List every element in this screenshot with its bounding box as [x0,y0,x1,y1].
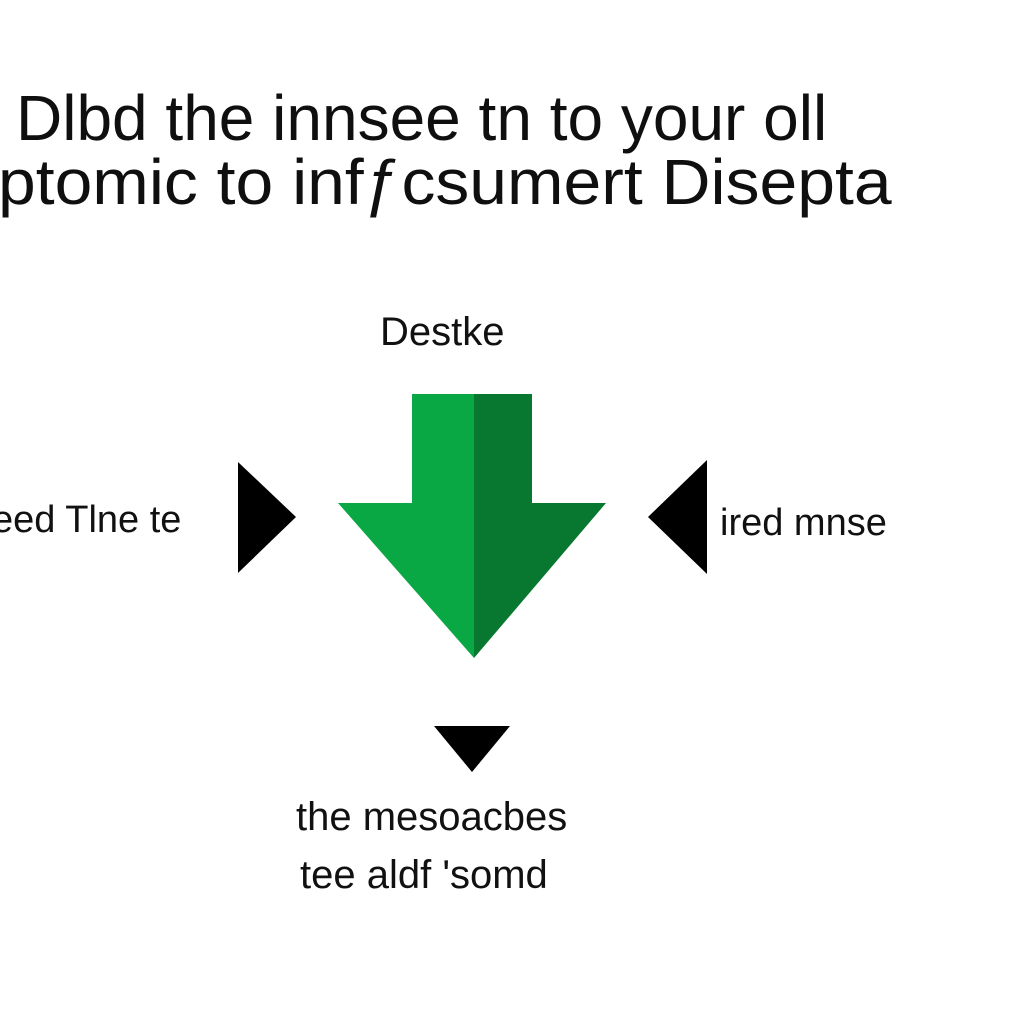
right-pointing-triangle-icon [238,462,296,573]
bottom-label-line-1: the mesoacbes [296,795,568,839]
left-pointing-triangle-icon [648,460,707,574]
left-label: eed Tlne te [0,499,182,541]
down-arrow-icon [338,394,606,658]
title-line-1: Dlbd the innsee tn to your oll [16,82,828,154]
arrow-right-half [474,394,606,658]
bottom-label-line-2: tee aldf 'somd [300,853,548,897]
down-pointing-triangle-icon [434,726,510,772]
right-label: ired mnse [720,502,887,544]
title-line-2: ptomic to infƒcsumert Disepta [0,146,892,218]
arrow-left-half [338,394,474,658]
top-label: Destke [380,310,505,354]
